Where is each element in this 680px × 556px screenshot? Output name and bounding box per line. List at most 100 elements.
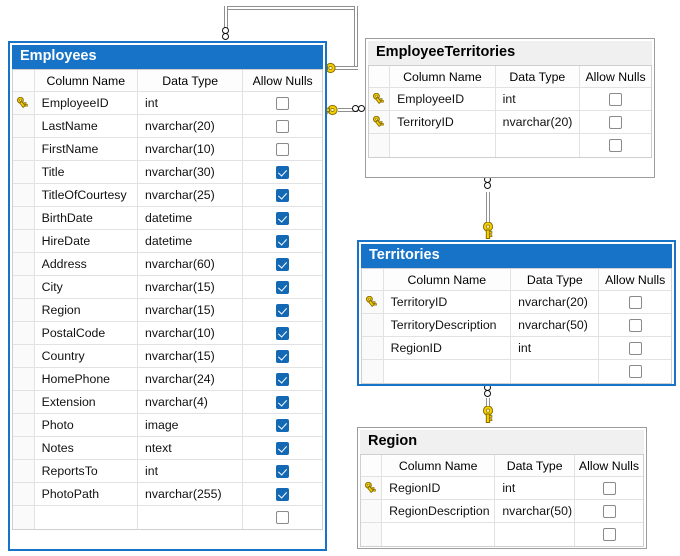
allow-nulls-checkbox[interactable] (602, 528, 616, 541)
row-selector[interactable] (13, 460, 35, 482)
allow-nulls-checkbox[interactable] (276, 234, 290, 248)
table-title[interactable]: Region (360, 430, 644, 454)
row-selector[interactable] (13, 391, 35, 413)
table-title[interactable]: Employees (12, 45, 323, 69)
cell-allow-nulls[interactable] (599, 337, 671, 359)
cell-data-type[interactable]: nvarchar(10) (138, 322, 244, 344)
key-icon[interactable] (369, 111, 391, 133)
allow-nulls-checkbox[interactable] (276, 511, 290, 524)
row-selector[interactable] (13, 414, 35, 436)
cell-allow-nulls[interactable] (243, 184, 322, 206)
row-selector[interactable] (362, 360, 384, 383)
row-selector[interactable] (361, 500, 383, 522)
cell-data-type[interactable]: nvarchar(15) (138, 299, 244, 321)
cell-allow-nulls[interactable] (580, 88, 651, 110)
cell-data-type[interactable]: datetime (138, 230, 244, 252)
cell-column-name[interactable] (390, 134, 496, 157)
allow-nulls-checkbox[interactable] (628, 318, 642, 332)
allow-nulls-checkbox[interactable] (602, 481, 616, 495)
cell-data-type[interactable]: nvarchar(50) (495, 500, 576, 522)
row-selector[interactable] (362, 337, 384, 359)
row-selector[interactable] (361, 523, 383, 546)
row-selector[interactable] (13, 483, 35, 505)
allow-nulls-checkbox[interactable] (276, 441, 290, 455)
row-selector[interactable] (13, 115, 35, 137)
cell-data-type[interactable]: nvarchar(60) (138, 253, 244, 275)
row-selector[interactable] (13, 506, 35, 529)
cell-column-name[interactable]: ReportsTo (35, 460, 138, 482)
cell-column-name[interactable]: City (35, 276, 138, 298)
header-allow-nulls[interactable]: Allow Nulls (605, 272, 666, 287)
header-data-type[interactable]: Data Type (138, 70, 244, 91)
cell-column-name[interactable]: EmployeeID (35, 92, 138, 114)
cell-data-type[interactable]: datetime (138, 207, 244, 229)
cell-data-type[interactable]: nvarchar(4) (138, 391, 244, 413)
header-allow-nulls[interactable]: Allow Nulls (585, 69, 646, 84)
cell-column-name[interactable]: Photo (35, 414, 138, 436)
cell-data-type[interactable]: int (496, 88, 581, 110)
allow-nulls-checkbox[interactable] (276, 372, 290, 386)
allow-nulls-checkbox[interactable] (609, 115, 623, 129)
allow-nulls-checkbox[interactable] (276, 165, 290, 179)
allow-nulls-checkbox[interactable] (609, 92, 623, 106)
table-row[interactable] (361, 523, 643, 546)
cell-allow-nulls[interactable] (243, 207, 322, 229)
cell-allow-nulls[interactable] (580, 111, 651, 133)
allow-nulls-checkbox[interactable] (276, 464, 290, 478)
cell-column-name[interactable]: TitleOfCourtesy (35, 184, 138, 206)
cell-data-type[interactable] (495, 523, 576, 546)
cell-allow-nulls[interactable] (243, 460, 322, 482)
cell-allow-nulls[interactable] (243, 322, 322, 344)
cell-column-name[interactable]: Notes (35, 437, 138, 459)
cell-data-type[interactable]: nvarchar(24) (138, 368, 244, 390)
allow-nulls-checkbox[interactable] (628, 365, 642, 378)
table-row[interactable] (369, 134, 651, 157)
row-selector[interactable] (13, 299, 35, 321)
cell-allow-nulls[interactable] (243, 414, 322, 436)
cell-data-type[interactable]: nvarchar(30) (138, 161, 244, 183)
cell-column-name[interactable]: HomePhone (35, 368, 138, 390)
cell-allow-nulls[interactable] (243, 299, 322, 321)
row-selector[interactable] (13, 184, 35, 206)
table-row[interactable] (362, 360, 671, 383)
cell-allow-nulls[interactable] (575, 523, 643, 546)
cell-column-name[interactable]: TerritoryID (390, 111, 496, 133)
cell-column-name[interactable]: Country (35, 345, 138, 367)
cell-data-type[interactable]: nvarchar(15) (138, 345, 244, 367)
cell-column-name[interactable]: Region (35, 299, 138, 321)
cell-column-name[interactable]: PostalCode (35, 322, 138, 344)
cell-data-type[interactable] (496, 134, 581, 157)
header-data-type[interactable]: Data Type (496, 66, 581, 87)
table-row[interactable] (13, 506, 322, 529)
cell-data-type[interactable]: nvarchar(15) (138, 276, 244, 298)
cell-allow-nulls[interactable] (580, 134, 651, 157)
cell-allow-nulls[interactable] (243, 161, 322, 183)
allow-nulls-checkbox[interactable] (602, 504, 616, 518)
row-selector[interactable] (13, 207, 35, 229)
cell-data-type[interactable]: nvarchar(20) (138, 115, 244, 137)
cell-data-type[interactable]: image (138, 414, 244, 436)
cell-allow-nulls[interactable] (243, 506, 322, 529)
header-column-name[interactable]: Column Name (390, 66, 496, 87)
cell-data-type[interactable]: nvarchar(20) (496, 111, 581, 133)
allow-nulls-checkbox[interactable] (276, 303, 290, 317)
